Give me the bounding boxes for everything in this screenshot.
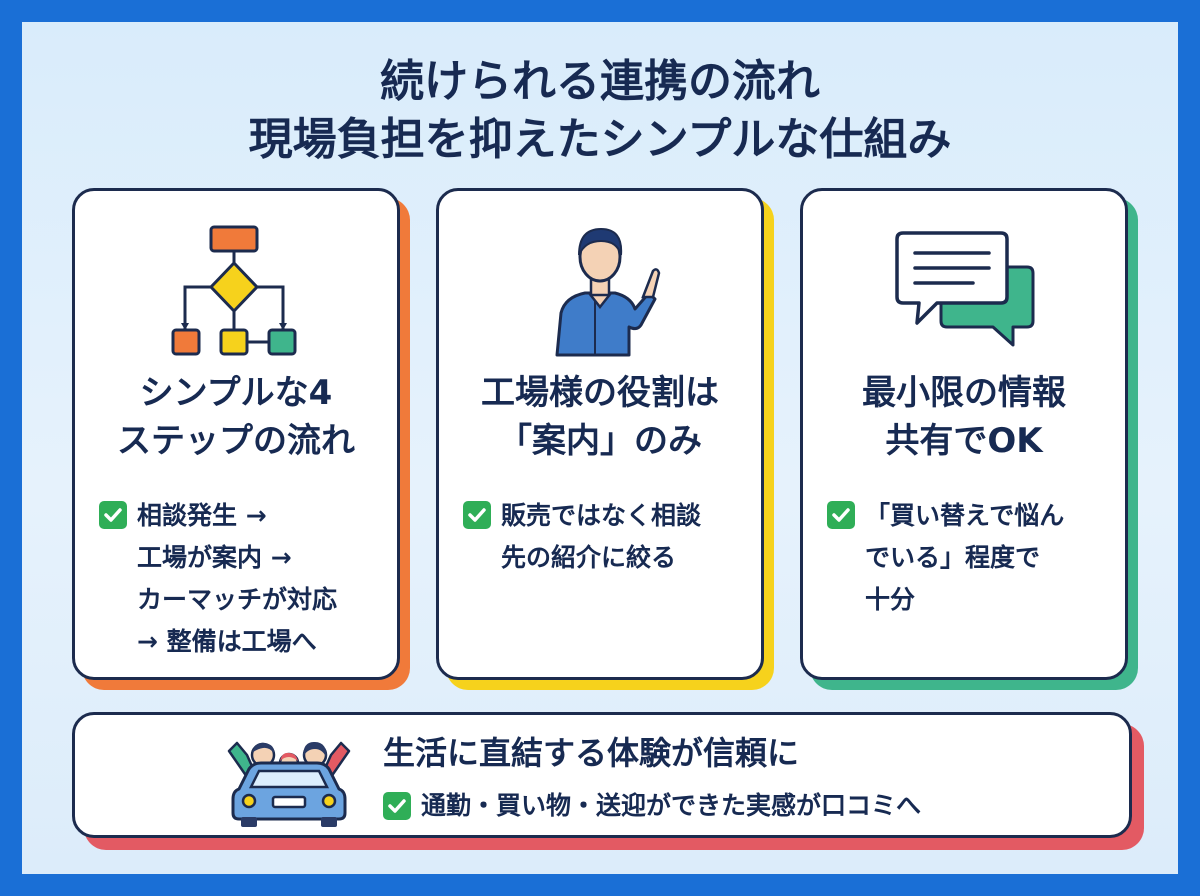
chat-bubbles-icon	[803, 217, 1125, 357]
bottom-card-trust: 生活に直結する体験が信頼に 通勤・買い物・送迎ができた実感が口コミへ	[72, 712, 1132, 838]
bottom-check-item: 通勤・買い物・送迎ができた実感が口コミへ	[383, 785, 921, 827]
card-3-check-text: 「買い替えで悩ん でいる」程度で 十分	[865, 501, 1065, 614]
check-icon	[463, 501, 491, 529]
card-3-heading: 最小限の情報 共有でOK	[862, 373, 1066, 461]
card-3-check-item: 「買い替えで悩ん でいる」程度で 十分	[827, 495, 1111, 621]
card-2-check-item: 販売ではなく相談 先の紹介に絞る	[463, 495, 747, 579]
family-car-icon	[225, 729, 353, 833]
card-2-check-text: 販売ではなく相談 先の紹介に絞る	[501, 501, 702, 572]
card-2-heading: 工場様の役割は 「案内」のみ	[481, 373, 719, 461]
card-1-check-text: 相談発生 → 工場が案内 → カーマッチが対応 → 整備は工場へ	[137, 501, 338, 656]
flowchart-icon	[75, 217, 397, 357]
card-simple-steps: シンプルな4 ステップの流れ 相談発生 → 工場が案内 → カーマッチが対応 →…	[72, 188, 400, 680]
card-1-heading: シンプルな4 ステップの流れ	[117, 373, 355, 461]
card-1-check-item: 相談発生 → 工場が案内 → カーマッチが対応 → 整備は工場へ	[99, 495, 383, 663]
card-minimal-info: 最小限の情報 共有でOK 「買い替えで悩ん でいる」程度で 十分	[800, 188, 1128, 680]
bottom-check-text: 通勤・買い物・送迎ができた実感が口コミへ	[421, 791, 922, 820]
title-line-1: 続けられる連携の流れ	[380, 56, 820, 107]
title-line-2: 現場負担を抑えたシンプルな仕組み	[248, 114, 952, 165]
bottom-title: 生活に直結する体験が信頼に	[383, 734, 800, 772]
card-factory-role: 工場様の役割は 「案内」のみ 販売ではなく相談 先の紹介に絞る	[436, 188, 764, 680]
check-icon	[99, 501, 127, 529]
check-icon	[827, 501, 855, 529]
check-icon	[383, 792, 411, 820]
person-pointing-icon	[439, 217, 761, 357]
